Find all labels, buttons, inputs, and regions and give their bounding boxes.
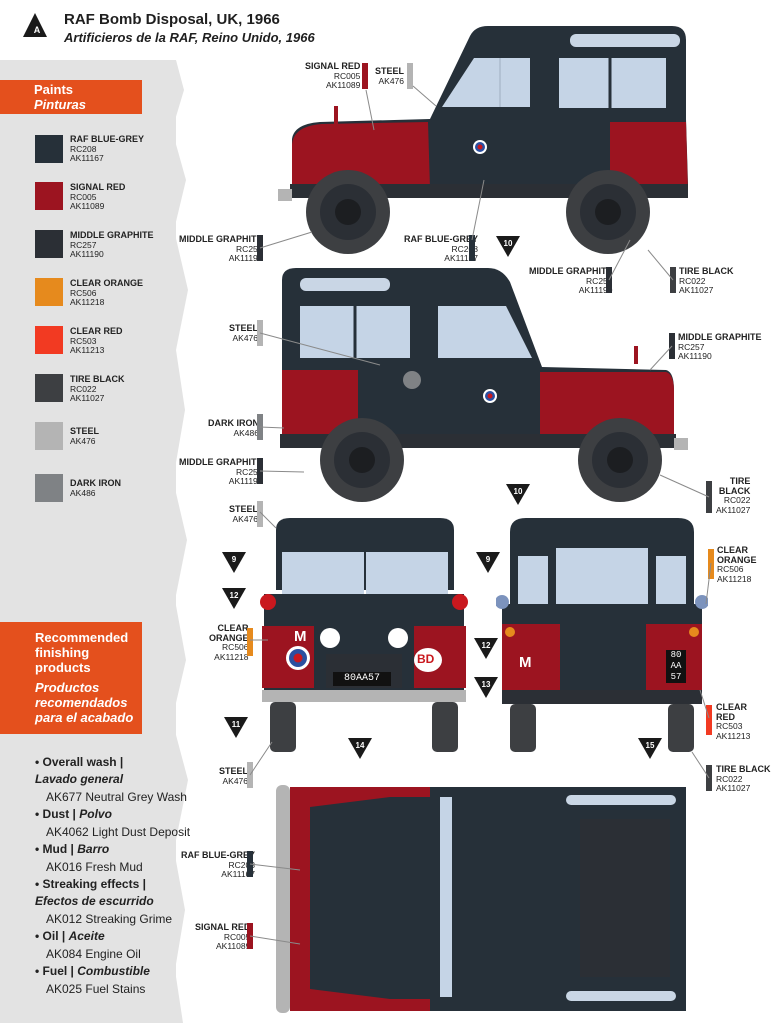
paints-title: Paints <box>34 82 74 97</box>
sidebar-panel <box>0 60 176 1023</box>
variant-a-badge <box>23 13 47 37</box>
page-subtitle: Artificieros de la RAF, Reino Unido, 196… <box>64 30 315 45</box>
vehicle-side-view-left <box>280 268 688 502</box>
marker-12-rear: 12 <box>474 638 498 660</box>
marker-9-front: 9 <box>222 552 246 574</box>
front-bd-mark: BD <box>417 652 435 666</box>
marker-11-front: 11 <box>224 717 248 739</box>
callout-v4-clear-red-swatch <box>706 705 712 735</box>
paints-subtitle: Pinturas <box>34 97 87 112</box>
swatch-tire-black <box>35 374 63 402</box>
vehicle-rear-view <box>496 518 708 752</box>
finishing-product-mud: AK016 Fresh Mud <box>46 860 143 874</box>
finishing-product-streaking: AK012 Streaking Grime <box>46 912 173 926</box>
finishing-item-wash-es: Lavado general <box>35 772 124 786</box>
finishing-product-wash: AK677 Neutral Grey Wash <box>46 790 187 804</box>
swatch-signal-red <box>35 182 63 210</box>
rear-m-mark: M <box>519 654 532 671</box>
finishing-item-oil: • Oil | Aceite <box>35 929 105 943</box>
marker-13-front: 13 <box>474 677 498 699</box>
callout-v3-clear-orange-swatch <box>247 628 253 656</box>
wheel-rear <box>566 170 650 254</box>
wheel-front-left <box>578 418 662 502</box>
finishing-item-streaking-es: Efectos de escurrido <box>35 894 154 908</box>
callout-v1-raf-blue-grey-swatch <box>469 235 475 261</box>
marker-10-view2: 10 <box>506 484 530 506</box>
finishing-item-mud: • Mud | Barro <box>35 842 110 856</box>
swatch-dark-iron <box>35 474 63 502</box>
finishing-item-dust: • Dust | Polvo <box>35 807 112 821</box>
finishing-product-oil: AK084 Engine Oil <box>46 947 141 961</box>
swatch-raf-blue-grey <box>35 135 63 163</box>
vehicle-top-view <box>276 785 686 1013</box>
callout-v1-steel-swatch <box>407 63 413 89</box>
marker-14-front: 14 <box>348 738 372 760</box>
page-title: RAF Bomb Disposal, UK, 1966 <box>64 11 280 28</box>
marker-10-view1: 10 <box>496 236 520 258</box>
marker-15-rear: 15 <box>638 738 662 760</box>
front-number-plate: 80AA57 <box>333 672 391 686</box>
wheel-rear-left <box>320 418 404 502</box>
finishing-product-dust: AK4062 Light Dust Deposit <box>46 825 191 839</box>
finishing-item-fuel: • Fuel | Combustible <box>35 964 150 978</box>
swatch-clear-orange <box>35 278 63 306</box>
vehicle-side-view-right <box>278 26 688 254</box>
swatch-steel <box>35 422 63 450</box>
front-m-mark: M <box>294 628 307 645</box>
finishing-item-streaking: • Streaking effects | <box>35 877 146 891</box>
finishing-product-fuel: AK025 Fuel Stains <box>46 982 146 996</box>
marker-12-front: 12 <box>222 588 246 610</box>
wheel-front <box>306 170 390 254</box>
sidebar-brush-edge <box>150 60 188 1023</box>
swatch-clear-red <box>35 326 63 354</box>
marker-9-rear: 9 <box>476 552 500 574</box>
callout-v3-steel-swatch <box>257 501 263 527</box>
swatch-middle-graphite <box>35 230 63 258</box>
variant-a-badge-letter: A <box>33 25 41 35</box>
paints-header: Paints Pinturas <box>0 80 142 114</box>
finishing-item-wash: • Overall wash | <box>35 755 124 769</box>
callout-v1-signal-red-swatch <box>362 63 368 89</box>
